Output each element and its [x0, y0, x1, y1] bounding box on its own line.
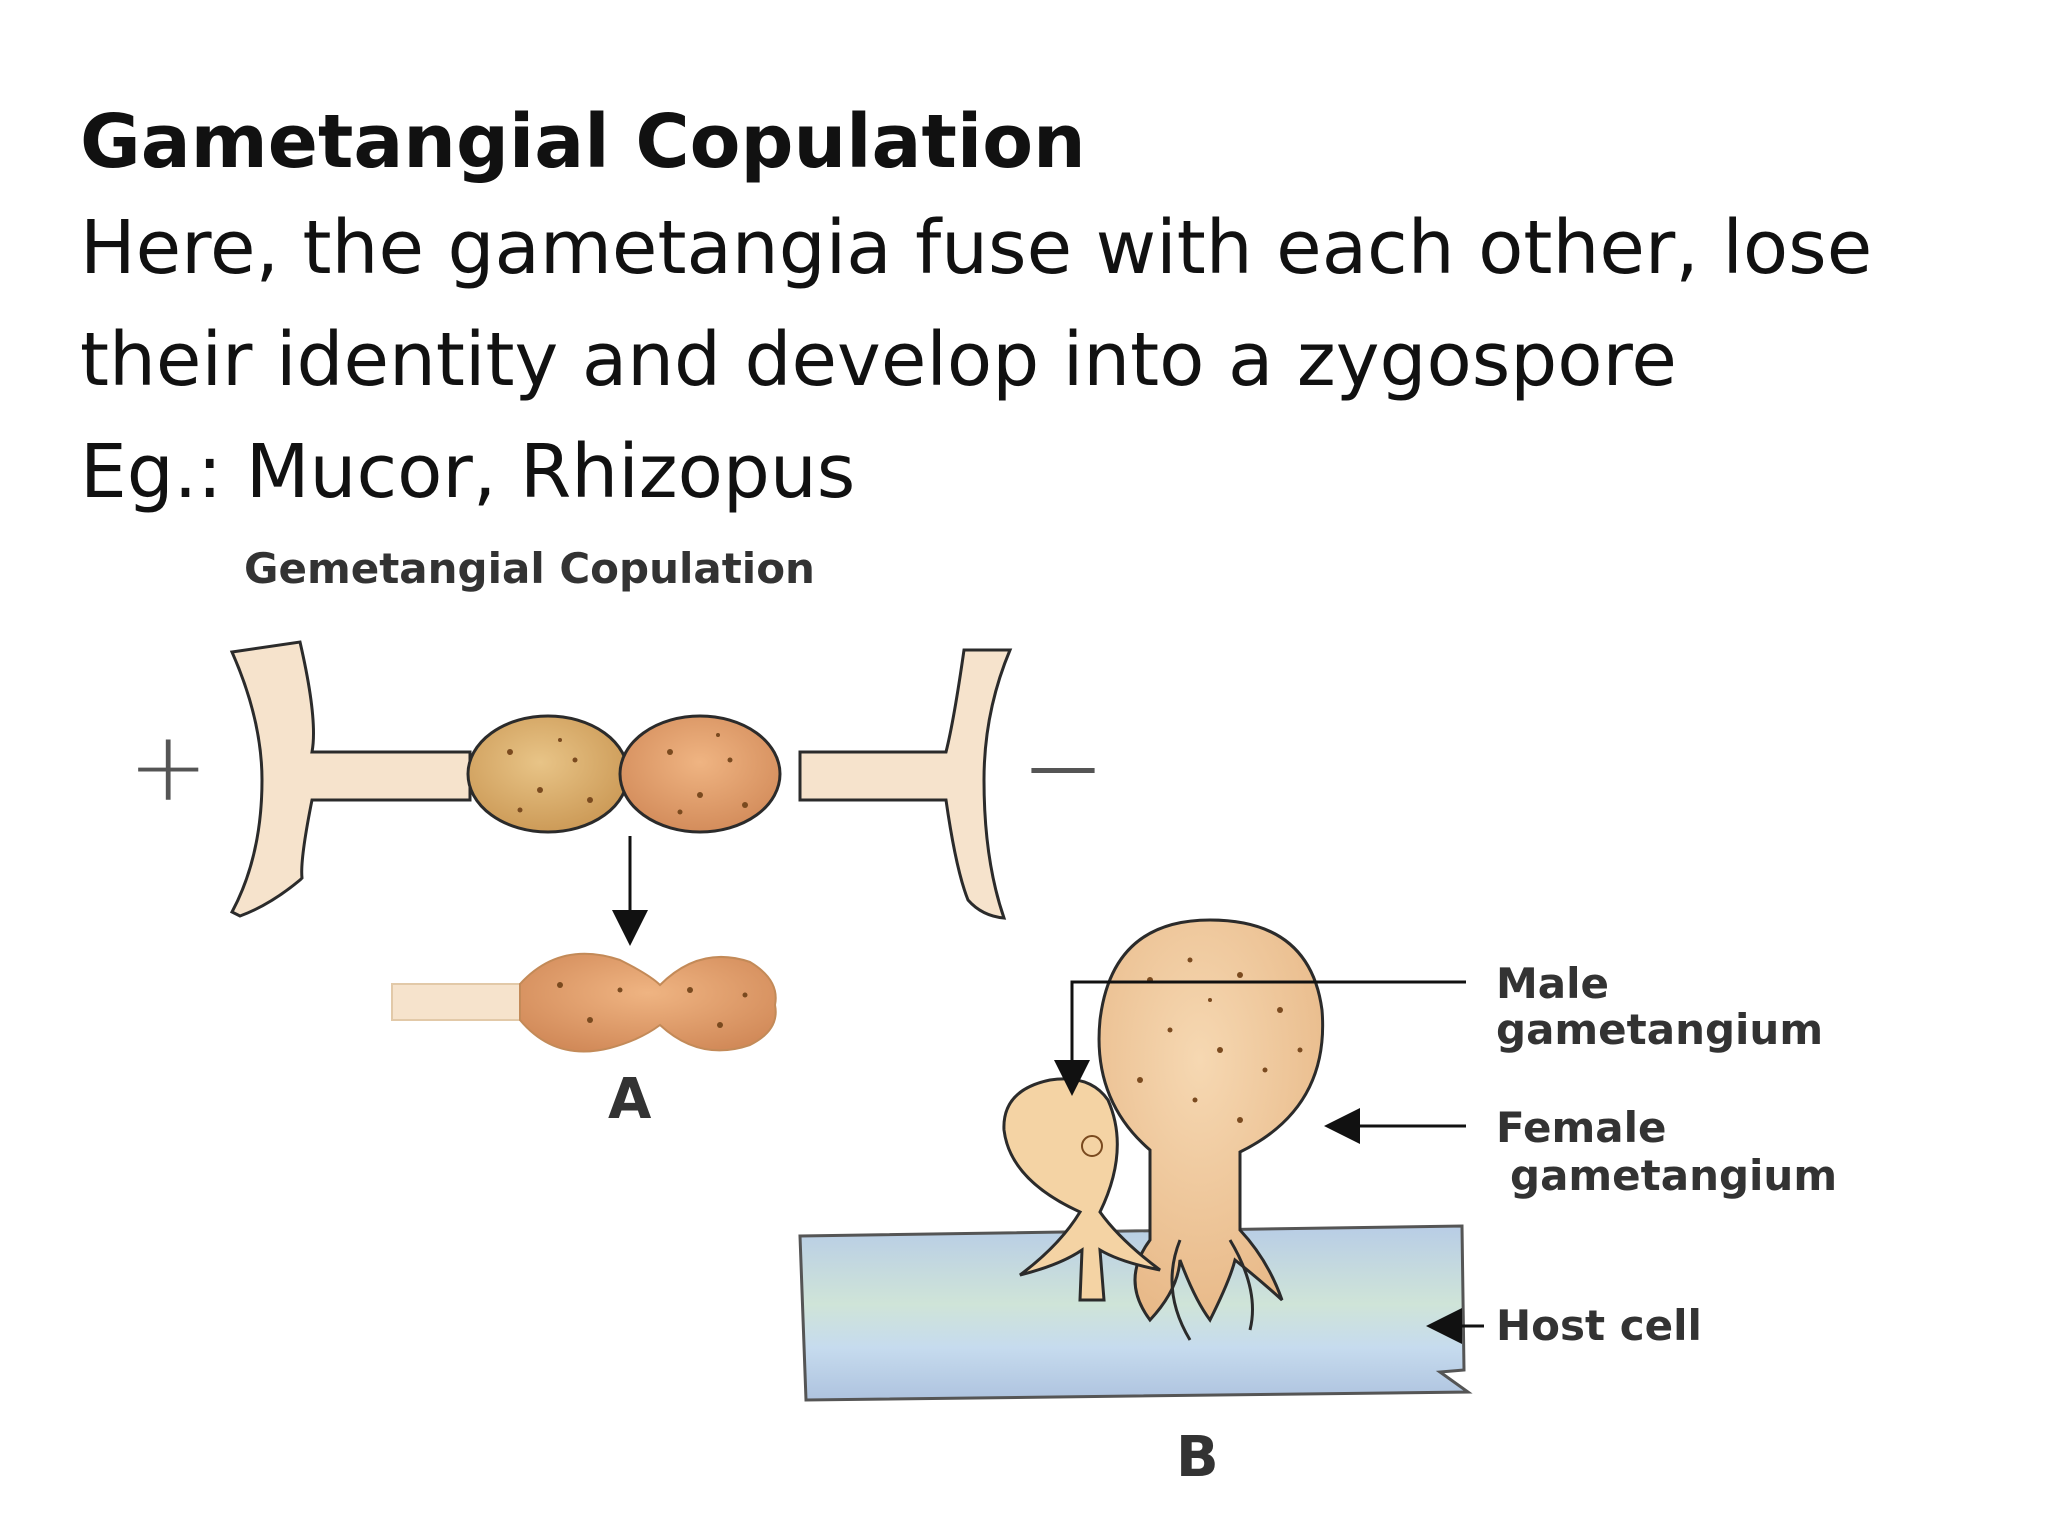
female-rhizoids: [1170, 1239, 1254, 1341]
stage-a-zygospore: [519, 952, 777, 1053]
plus-sign: +: [128, 711, 208, 823]
male-label-line1: Male: [1496, 959, 1609, 1008]
male-nucleus: [1081, 1135, 1103, 1157]
female-gametangium: [1097, 918, 1325, 1323]
panel-a-label: A: [608, 1067, 652, 1132]
female-label-line1: Female: [1496, 1103, 1666, 1152]
panel-b-label: B: [1176, 1425, 1219, 1490]
female-label-line2: gametangium: [1510, 1151, 1837, 1200]
host-label: Host cell: [1496, 1301, 1702, 1350]
stage-a-speckles: [557, 982, 748, 1028]
slide-line-3: Eg.: Mucor, Rhizopus: [80, 429, 856, 515]
left-gametangium: [466, 714, 630, 834]
slide-title: Gametangial Copulation: [80, 99, 1086, 185]
slide-line-2: their identity and develop into a zygosp…: [80, 317, 1677, 403]
gametangia-speckles: [507, 733, 748, 815]
host-cell: [798, 1224, 1473, 1402]
minus-sign: —: [1028, 725, 1098, 807]
left-hypha: [229, 640, 472, 918]
male-label-line2: gametangium: [1496, 1005, 1823, 1054]
stage-a-hypha: [391, 983, 521, 1021]
right-hypha: [798, 648, 1013, 920]
male-gametangium: [1002, 1077, 1161, 1302]
slide-line-1: Here, the gametangia fuse with each othe…: [80, 205, 1873, 291]
right-gametangium: [618, 714, 782, 834]
female-speckles: [1137, 957, 1303, 1123]
figure-heading: Gemetangial Copulation: [244, 544, 815, 593]
slide-text-block: Gametangial Copulation Here, the gametan…: [80, 92, 1980, 528]
male-pointer: [1054, 980, 1466, 1096]
